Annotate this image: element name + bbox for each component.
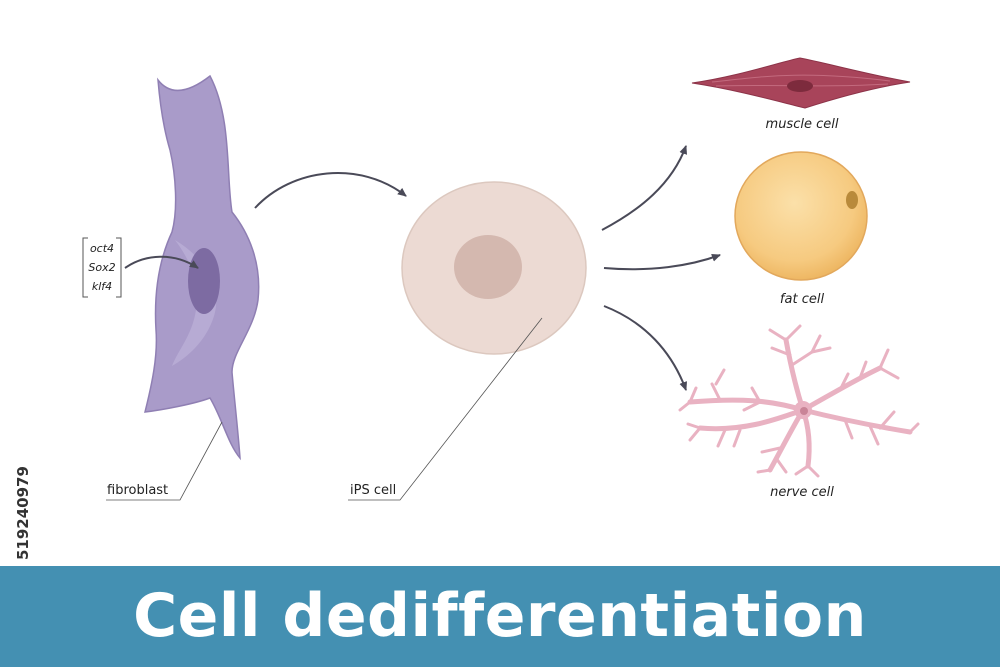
nerve-nucleus (800, 407, 808, 415)
title-banner (0, 566, 1000, 667)
gene-oct4: oct4 (90, 242, 114, 255)
arrow-to-ips (254, 172, 407, 209)
gene-klf4: klf4 (92, 280, 112, 293)
fibroblast-label: fibroblast (107, 483, 168, 498)
fat-cell (734, 151, 868, 281)
fat-nucleus (846, 191, 858, 209)
ips-label: iPS cell (350, 483, 396, 498)
gene-sox2: Sox2 (88, 261, 115, 274)
gene-list: oct4 Sox2 klf4 (82, 237, 122, 298)
fibroblast-cell (144, 74, 260, 461)
arrow-to-muscle (601, 145, 687, 231)
muscle-nucleus (787, 80, 813, 92)
fibroblast-nucleus (188, 248, 220, 314)
nerve-label: nerve cell (770, 485, 834, 500)
ips-cell (401, 181, 587, 355)
ips-nucleus (454, 235, 522, 299)
fat-label: fat cell (780, 292, 825, 307)
arrow-to-fat (603, 253, 721, 271)
arrow-to-nerve (603, 305, 687, 391)
stock-id: 519240979 (14, 466, 32, 560)
page-title: Cell dedifferentiation (133, 581, 867, 651)
fibroblast-label-group: fibroblast (106, 421, 223, 501)
nerve-cell (678, 324, 920, 478)
ips-label-group: iPS cell (348, 317, 543, 501)
muscle-cell (691, 57, 911, 109)
gene-arrow (124, 255, 199, 269)
muscle-label: muscle cell (766, 117, 839, 132)
